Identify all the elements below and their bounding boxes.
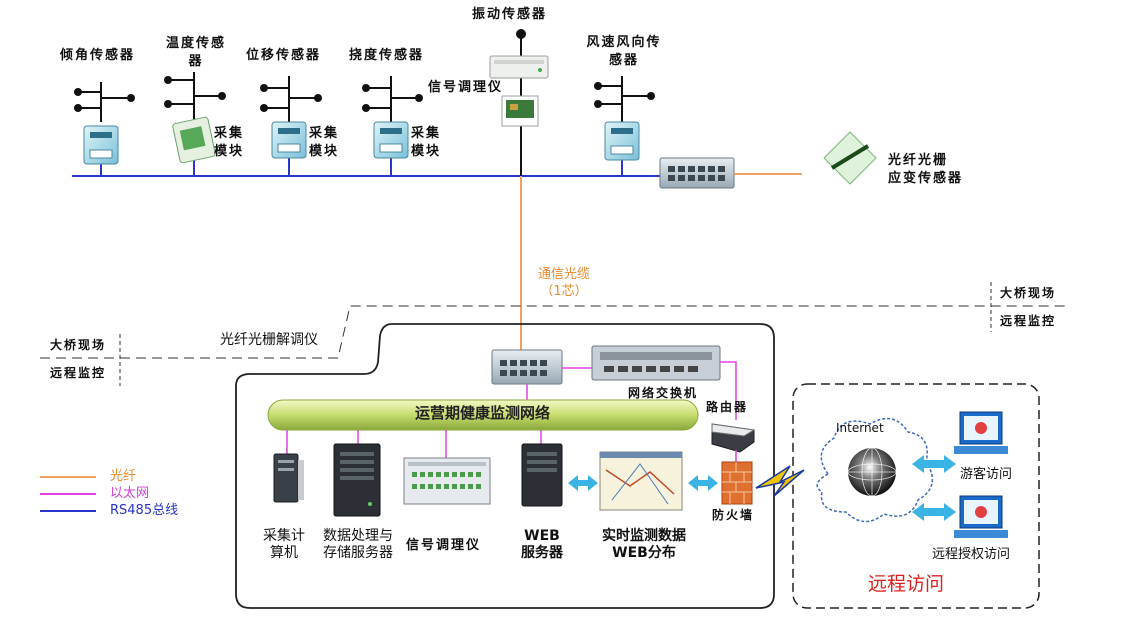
router-icon	[711, 423, 756, 453]
wireless-link-bolt-icon	[755, 465, 805, 497]
vibration-sensor-label: 振动传感器	[472, 7, 548, 22]
network-bus-label: 运营期健康监测网络	[415, 404, 551, 422]
realtime-monitoring-screen	[599, 451, 683, 511]
switch-router-link	[720, 361, 737, 420]
authorized-access-label: 远程授权访问	[932, 547, 1011, 562]
health-monitoring-network-bar	[267, 399, 699, 431]
displacement-sensor-label: 位移传感器	[246, 48, 322, 63]
tilt-acquisition-module	[83, 125, 119, 165]
monitoring-center-outline	[235, 323, 775, 609]
internet-label: Internet	[836, 421, 884, 435]
deflection-acquisition-module	[373, 121, 409, 159]
bridge-site-label-left: 大桥现场	[50, 338, 107, 352]
site-remote-boundary	[40, 305, 1068, 359]
deflection-sensor-pole	[362, 76, 423, 176]
legend-ethernet-label: 以太网	[110, 486, 150, 501]
display-firewall-arrow	[688, 475, 718, 491]
remote-access-box	[792, 383, 1040, 609]
web-server	[521, 443, 563, 507]
temperature-acq-module-label: 采集模块	[214, 126, 245, 159]
remote-monitor-label-right: 远程监控	[1000, 314, 1057, 328]
firewall-label: 防火墙	[712, 508, 755, 522]
tilt-sensor-label: 倾角传感器	[60, 48, 136, 63]
data-server	[333, 443, 381, 517]
legend-rs485-label: RS485总线	[110, 503, 179, 518]
signal-conditioner-top-label: 信号调理仪	[428, 80, 504, 95]
network-switch	[591, 345, 721, 381]
firewall-icon	[721, 461, 753, 505]
displacement-sensor-pole	[260, 76, 322, 176]
internet-authorized-arrow	[912, 503, 956, 521]
communication-cable-label: 通信光缆（1芯）	[537, 267, 590, 299]
temperature-sensor-label: 温度传感 器	[165, 36, 226, 69]
remote-monitor-label-left: 远程监控	[50, 366, 107, 380]
web-server-display-arrow	[568, 475, 598, 491]
wind-acquisition-module	[604, 121, 640, 161]
authorized-computer-icon	[954, 495, 1008, 538]
visitor-computer-icon	[954, 411, 1008, 454]
network-switch-label: 网络交换机	[628, 386, 699, 400]
router-label: 路由器	[706, 400, 749, 414]
fbg-strain-sensor-icon	[823, 131, 877, 185]
wind-sensor-pole	[594, 76, 655, 176]
temperature-acquisition-module	[172, 116, 216, 164]
remote-access-label: 远程访问	[868, 573, 945, 595]
bridge-site-label-right: 大桥现场	[1000, 286, 1057, 300]
acquisition-computer-label: 采集计算机	[263, 528, 305, 561]
displacement-acquisition-module	[271, 121, 307, 159]
visitor-access-label: 游客访问	[960, 467, 1013, 482]
data-server-label: 数据处理与存储服务器	[323, 528, 393, 561]
wind-sensor-label: 风速风向传 感器	[586, 35, 662, 68]
deflection-acq-module-label: 采集模块	[411, 126, 442, 159]
signal-conditioner-rack	[403, 457, 491, 505]
legend-fiber-label: 光纤	[110, 469, 137, 484]
fbg-strain-sensor-label: 光纤光栅应变传感器	[888, 153, 964, 186]
internet-visitor-arrow	[912, 455, 956, 473]
temperature-sensor-pole	[164, 72, 226, 176]
signal-conditioner-label: 信号调理仪	[406, 538, 482, 553]
internet-cloud-icon	[816, 417, 934, 523]
vibration-signal-conditioner	[489, 55, 549, 127]
displacement-acq-module-label: 采集模块	[309, 126, 340, 159]
site-fiber-switch	[659, 157, 735, 189]
deflection-sensor-label: 挠度传感器	[349, 48, 425, 63]
center-fiber-switch	[491, 349, 563, 385]
acquisition-computer	[273, 453, 304, 503]
demodulator-label: 光纤光栅解调仪	[220, 332, 318, 348]
